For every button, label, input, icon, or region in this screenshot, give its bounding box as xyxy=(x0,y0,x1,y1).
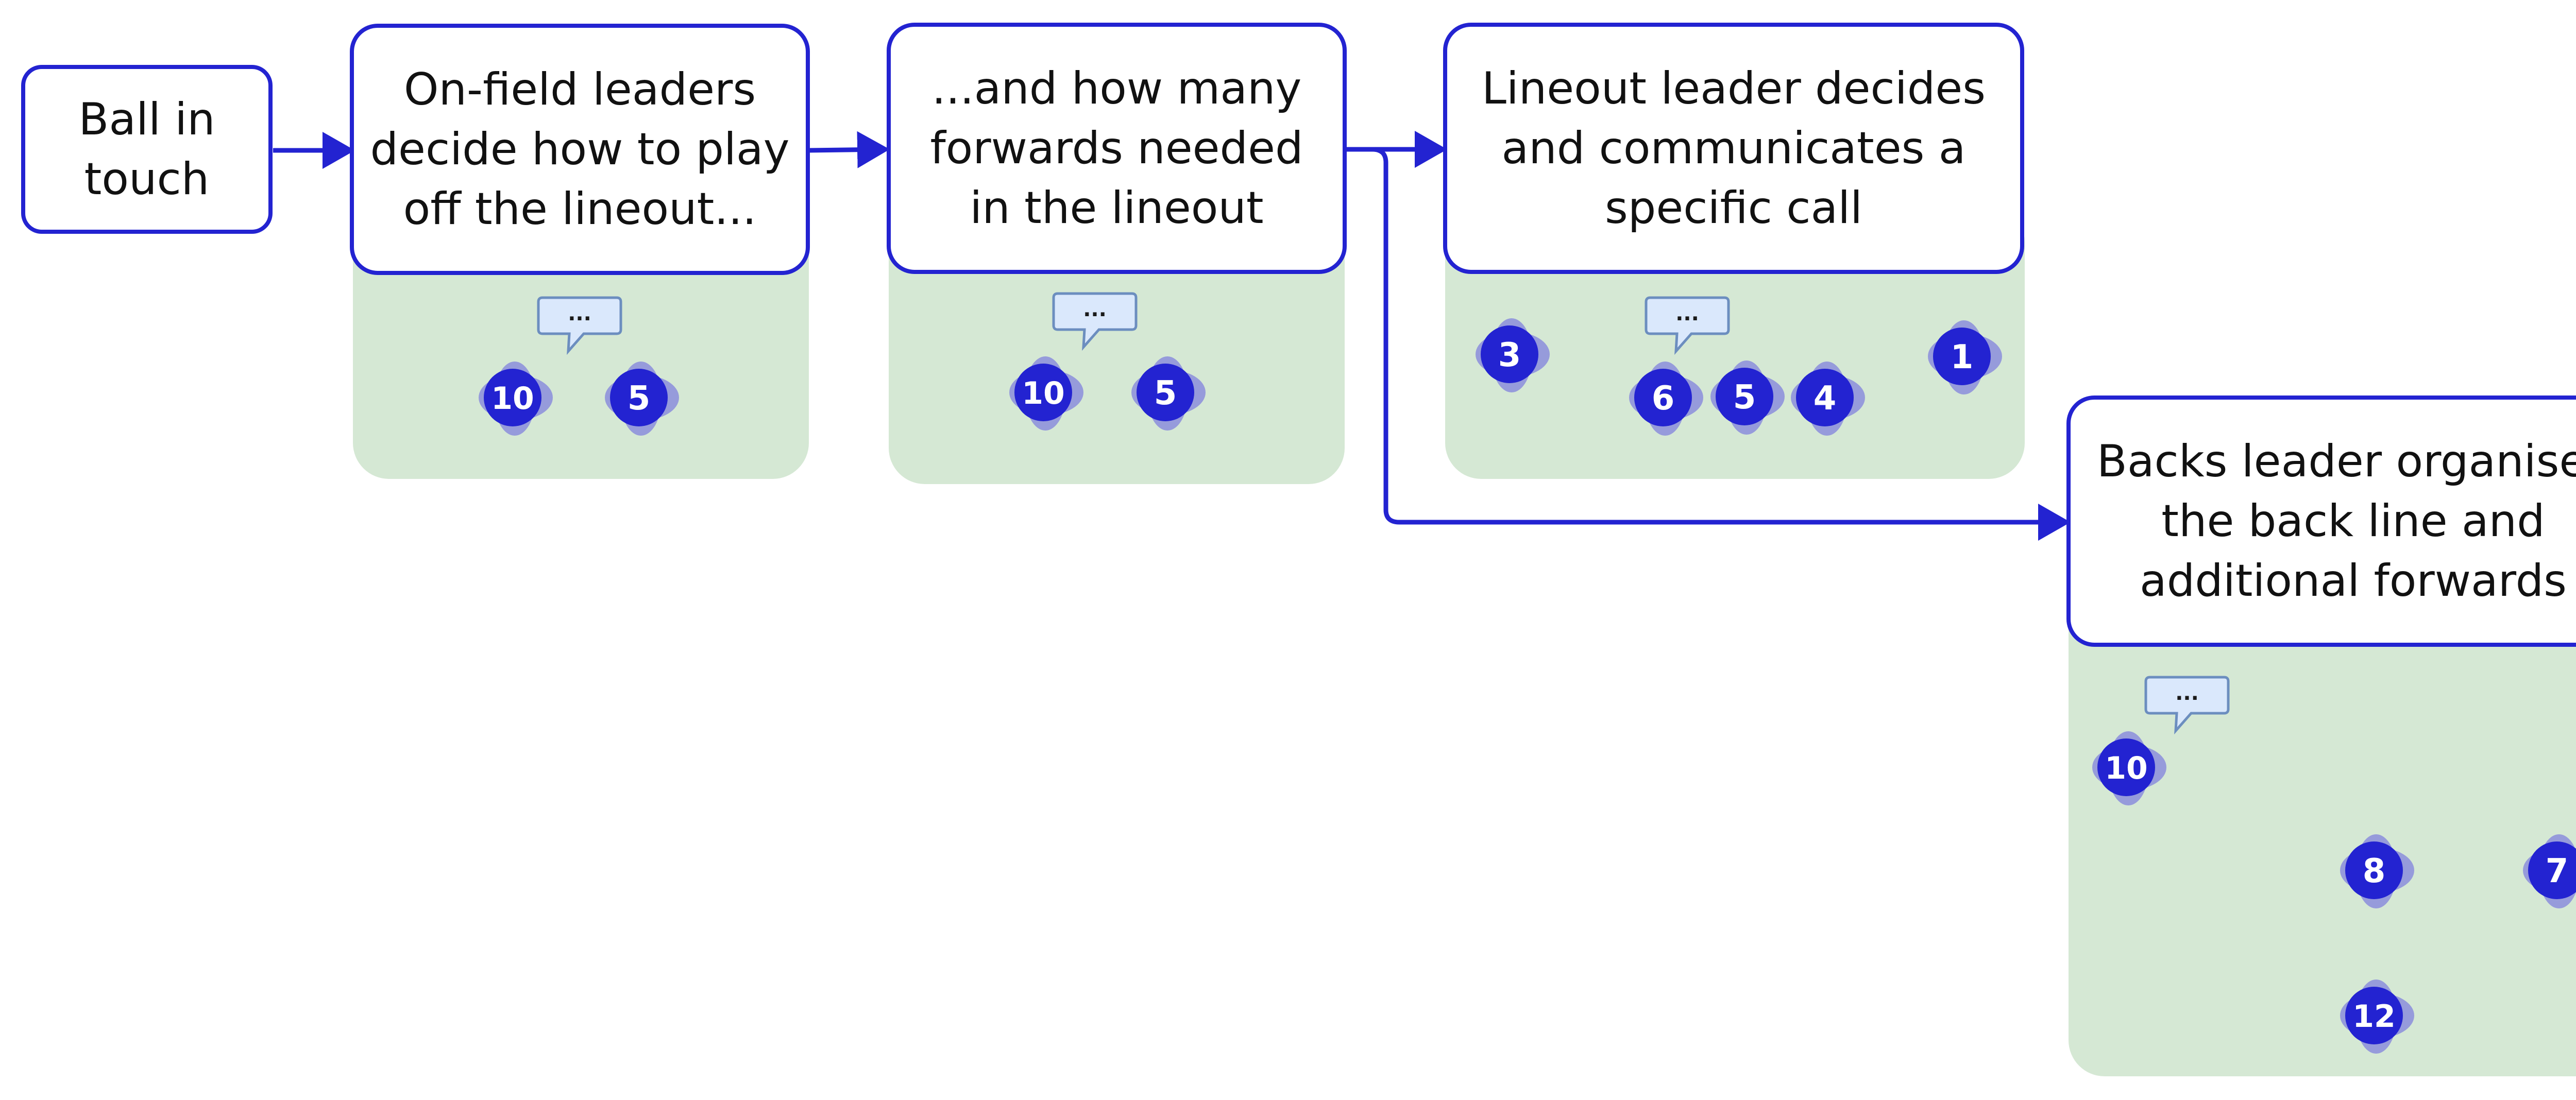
player-number: 7 xyxy=(2546,852,2569,890)
player-number: 8 xyxy=(2363,852,2386,890)
speech-bubble-text: ... xyxy=(568,302,591,325)
player-number: 12 xyxy=(2352,999,2396,1035)
player-number: 3 xyxy=(1498,336,1521,374)
step-label-line: off the lineout... xyxy=(403,183,757,235)
player-number: 5 xyxy=(1154,374,1177,413)
step-label-line: ...and how many xyxy=(932,63,1302,114)
step-label-line: forwards needed xyxy=(930,123,1303,174)
panel-how-many-forwards xyxy=(889,206,1345,484)
step-label-line: touch xyxy=(84,153,210,205)
player-badge: 4 xyxy=(1791,362,1865,436)
player-badge: 5 xyxy=(1710,360,1785,435)
step-ball-in-touch: Ball in touch xyxy=(21,65,273,234)
player-badge: 8 xyxy=(2340,834,2414,908)
player-badge: 3 xyxy=(1476,318,1550,392)
step-how-many-forwards: ...and how many forwards needed in the lin… xyxy=(887,23,1347,274)
arrow-forwards-to-backs-leader xyxy=(1346,147,2071,541)
player-badge: 7 xyxy=(2523,834,2576,908)
player-number: 10 xyxy=(1022,375,1065,411)
arrow-leaders-to-forwards xyxy=(807,131,890,168)
speech-bubble-on-field-leaders: ... xyxy=(537,296,622,355)
panel-backs-leader xyxy=(2069,587,2576,1076)
player-number: 1 xyxy=(1951,338,1974,376)
step-label-line: decide how to play xyxy=(370,124,789,175)
player-badge: 5 xyxy=(605,362,679,436)
player-number: 5 xyxy=(628,380,651,418)
step-label-line: Lineout leader decides xyxy=(1482,63,1986,114)
step-lineout-leader: Lineout leader decides and communicates a… xyxy=(1443,23,2024,274)
step-backs-leader: Backs leader organises the back line and a… xyxy=(2066,396,2576,647)
step-label-line: specific call xyxy=(1605,182,1862,234)
player-badge: 10 xyxy=(2092,731,2166,805)
player-badge: 10 xyxy=(1009,356,1083,431)
player-number: 10 xyxy=(2105,750,2148,786)
step-label-line: the back line and xyxy=(2161,495,2545,547)
step-label-line: additional forwards xyxy=(2140,555,2567,607)
player-badge: 1 xyxy=(1928,320,2002,394)
player-badge: 10 xyxy=(479,362,553,436)
step-label-line: in the lineout xyxy=(970,182,1263,234)
speech-bubble-lineout-leader: ... xyxy=(1645,296,1730,355)
step-label-line: On-field leaders xyxy=(404,64,756,115)
panel-lineout-leader xyxy=(1445,206,2025,479)
speech-bubble-text: ... xyxy=(2175,681,2199,705)
speech-bubble-text: ... xyxy=(1083,298,1107,321)
player-number: 4 xyxy=(1814,380,1837,418)
speech-bubble-how-many-forwards: ... xyxy=(1052,292,1138,351)
step-on-field-leaders: On-field leaders decide how to play off th… xyxy=(350,24,810,275)
player-number: 10 xyxy=(491,381,534,417)
player-number: 5 xyxy=(1733,379,1756,417)
player-badge: 6 xyxy=(1629,362,1703,436)
player-badge: 12 xyxy=(2340,979,2414,1054)
player-badge: 5 xyxy=(1131,356,1206,431)
step-label-line: Ball in xyxy=(78,94,215,145)
speech-bubble-backs-leader: ... xyxy=(2144,676,2230,735)
player-number: 6 xyxy=(1652,380,1675,418)
speech-bubble-text: ... xyxy=(1675,302,1699,325)
step-label-line: and communicates a xyxy=(1502,123,1966,174)
step-label-line: Backs leader organises xyxy=(2097,436,2576,487)
